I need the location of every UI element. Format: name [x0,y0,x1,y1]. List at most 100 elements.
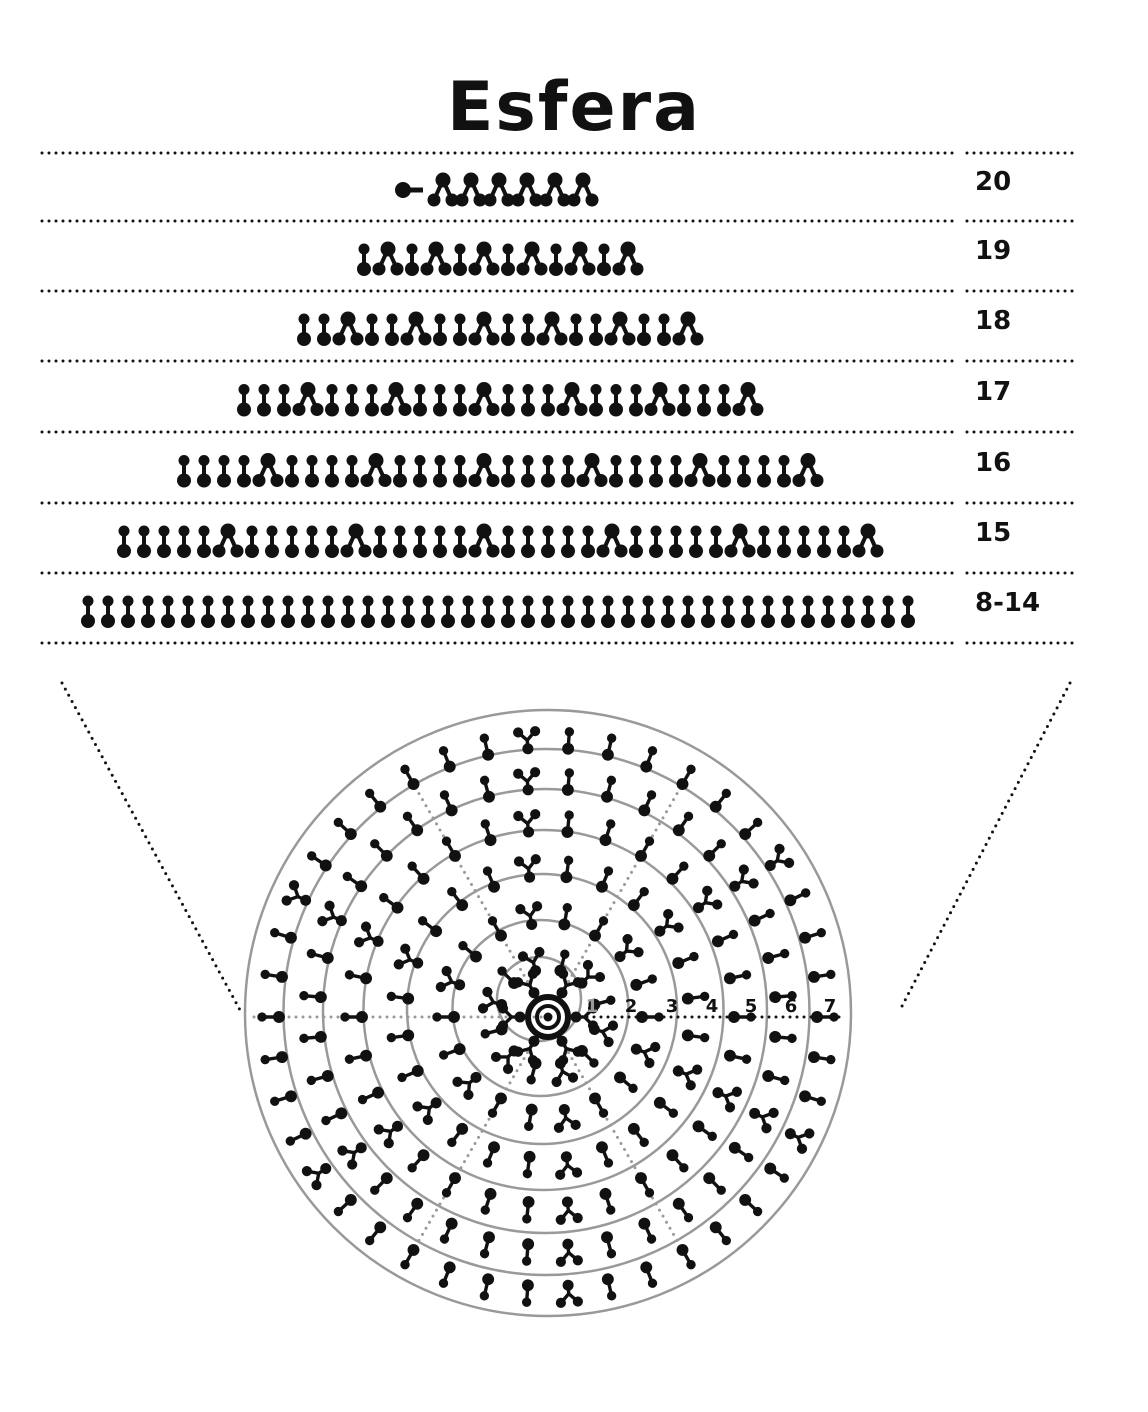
row-stitches [177,453,824,488]
single-crochet-icon [237,384,251,417]
single-crochet-icon [641,595,655,628]
single-crochet-icon [400,764,420,790]
single-crochet-icon [373,525,387,558]
single-crochet-icon [260,1051,288,1065]
row-stitches [395,172,599,207]
single-crochet-icon [601,1231,617,1259]
single-crochet-icon [524,1103,538,1131]
single-crochet-icon [764,1162,789,1183]
round-stitches [340,809,756,1225]
single-crochet-icon [596,866,614,893]
decrease-icon [539,172,571,207]
single-crochet-icon [421,595,435,628]
single-crochet-icon [245,525,259,558]
increase-icon [513,726,541,755]
single-crochet-icon [265,525,279,558]
single-crochet-icon [599,1187,616,1215]
single-crochet-icon [161,595,175,628]
single-crochet-icon [589,313,603,346]
single-crochet-icon [640,1261,658,1288]
single-crochet-icon [777,455,791,488]
single-crochet-icon [307,851,332,872]
single-crochet-icon [541,455,555,488]
single-crochet-icon [821,595,835,628]
round-number: 1 [586,996,599,1017]
single-crochet-icon [345,455,359,488]
single-crochet-icon [649,455,663,488]
single-crochet-icon [299,990,327,1004]
single-crochet-icon [799,1090,826,1106]
single-crochet-icon [453,243,467,276]
round-ring [243,708,853,1318]
single-crochet-icon [197,455,211,488]
single-crochet-icon [522,1150,536,1179]
single-crochet-icon [723,970,752,985]
single-crochet-icon [739,1194,763,1217]
increase-icon [435,965,466,993]
single-crochet-icon [497,966,521,990]
round-stitches [477,946,619,1088]
single-crochet-icon [341,595,355,628]
single-crochet-icon [417,916,443,938]
single-crochet-icon [333,817,357,840]
single-crochet-icon [661,595,675,628]
single-crochet-icon [636,1011,664,1023]
single-crochet-icon [137,525,151,558]
decrease-icon [516,241,548,276]
single-crochet-icon [841,595,855,628]
increase-icon [301,1163,332,1191]
round-stitches [257,726,839,1308]
single-crochet-icon [589,916,609,942]
spoke-line [401,1032,540,1270]
decrease-icon [483,172,515,207]
increase-icon [784,1128,815,1154]
single-crochet-icon [801,595,815,628]
decrease-icon [427,172,459,207]
single-crochet-icon [177,455,191,488]
round-ring [405,872,679,1146]
row-stitches [237,382,764,417]
single-crochet-icon [413,384,427,417]
increase-icon [452,1071,482,1100]
single-crochet-icon [480,819,497,847]
single-crochet-icon [261,595,275,628]
single-crochet-icon [581,595,595,628]
single-crochet-icon [614,1071,638,1094]
decrease-icon [612,241,644,276]
single-crochet-icon [439,1217,458,1244]
single-crochet-icon [881,595,895,628]
single-crochet-icon [157,525,171,558]
decrease-icon [468,453,500,487]
single-crochet-icon [741,595,755,628]
single-crochet-icon [589,1092,609,1118]
decrease-icon [511,172,543,207]
single-crochet-icon [479,1231,495,1259]
increase-icon [614,934,644,963]
single-crochet-icon [672,1197,694,1223]
single-crochet-icon [817,525,831,558]
single-crochet-icon [638,1217,657,1244]
decrease-icon [372,241,404,276]
increase-icon [576,959,606,989]
single-crochet-icon [689,525,703,558]
single-crochet-icon [541,384,555,417]
single-crochet-icon [681,595,695,628]
single-crochet-icon [709,1221,731,1246]
single-crochet-icon [344,970,373,985]
single-crochet-icon [541,525,555,558]
single-crochet-icon [433,384,447,417]
single-crochet-icon [757,455,771,488]
single-crochet-icon [562,727,575,755]
single-crochet-icon [201,595,215,628]
single-crochet-icon [521,1238,535,1266]
single-crochet-icon [541,595,555,628]
single-crochet-icon [81,595,95,628]
decrease-icon [852,523,884,558]
single-crochet-icon [361,595,375,628]
increase-icon [513,854,541,883]
single-crochet-icon [521,595,535,628]
single-crochet-icon [717,455,731,488]
decrease-icon [340,523,372,558]
single-crochet-icon [365,313,379,346]
